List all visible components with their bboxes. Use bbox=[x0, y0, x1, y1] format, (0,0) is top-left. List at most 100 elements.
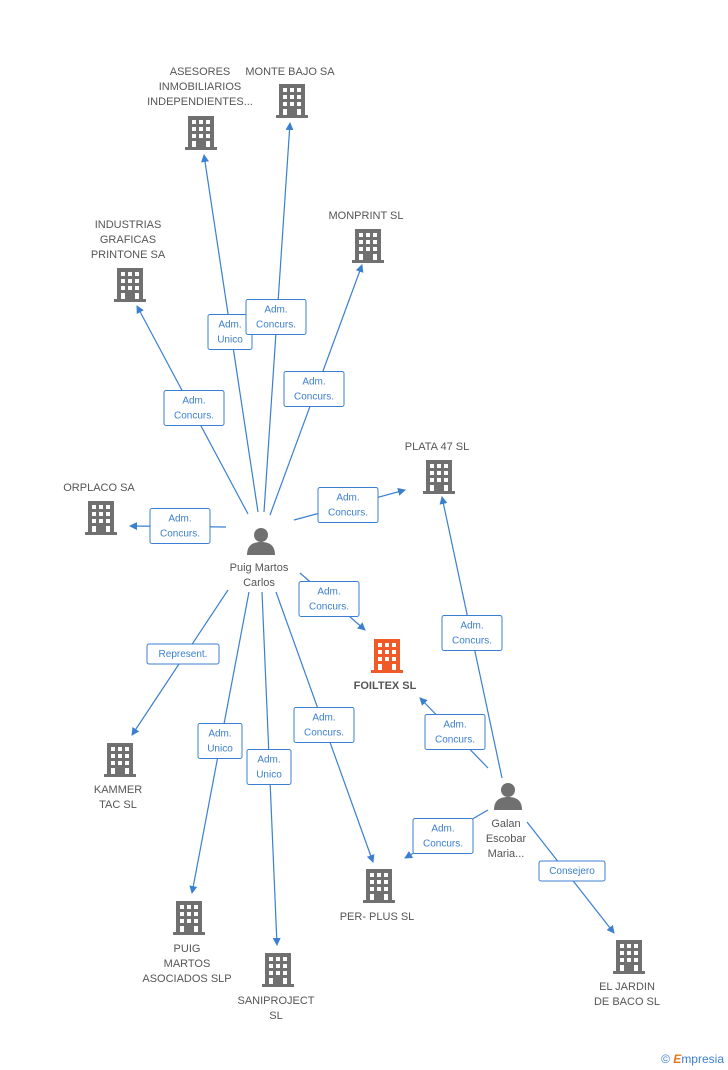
edge-label-text: Concurs. bbox=[328, 508, 368, 519]
edge-label-puig-saniproject[interactable]: Adm.Unico bbox=[246, 749, 292, 785]
building-icon bbox=[114, 268, 146, 302]
building-icon bbox=[363, 869, 395, 903]
node-label: Galan bbox=[491, 818, 520, 830]
node-montebajo[interactable]: MONTE BAJO SA bbox=[245, 66, 335, 118]
edge-label-box bbox=[412, 818, 474, 854]
building-icon bbox=[352, 229, 384, 263]
node-label: PLATA 47 SL bbox=[405, 441, 469, 453]
node-label: EL JARDIN bbox=[599, 981, 655, 993]
edge-label-box bbox=[538, 860, 606, 882]
node-label: SANIPROJECT bbox=[237, 995, 314, 1007]
building-icon bbox=[262, 953, 294, 987]
node-perplus[interactable]: PER- PLUS SL bbox=[340, 869, 415, 923]
node-galan[interactable]: GalanEscobarMaria... bbox=[486, 783, 527, 860]
edge-label-puig-foiltex[interactable]: Adm.Concurs. bbox=[298, 581, 360, 617]
edge-label-text: Concurs. bbox=[435, 735, 475, 746]
edge-label-text: Adm. bbox=[208, 729, 231, 740]
person-icon bbox=[247, 528, 275, 555]
edge-label-text: Consejero bbox=[549, 866, 595, 877]
node-label: PER- PLUS SL bbox=[340, 911, 415, 923]
edge-label-text: Represent. bbox=[159, 649, 208, 660]
brand-name: mpresia bbox=[681, 1052, 724, 1066]
node-industrias[interactable]: INDUSTRIAS GRAFICAS PRINTONE SA bbox=[91, 219, 166, 302]
node-label: MONTE BAJO SA bbox=[245, 66, 335, 78]
building-icon bbox=[173, 901, 205, 935]
edge-label-puig-perplus[interactable]: Adm. Concurs. bbox=[293, 707, 355, 743]
edge-label-box bbox=[293, 707, 355, 743]
edge-label-text: Concurs. bbox=[452, 636, 492, 647]
edge-label-puig-kammer[interactable]: Represent. bbox=[146, 643, 220, 665]
node-label: MARTOS bbox=[164, 958, 211, 970]
edge-label-puig-industrias[interactable]: Adm. Concurs. bbox=[163, 390, 225, 426]
node-monprint[interactable]: MONPRINT SL bbox=[329, 210, 404, 263]
edge-label-puig-plata47[interactable]: Adm. Concurs. bbox=[317, 487, 379, 523]
node-label: INDEPENDIENTES... bbox=[147, 96, 253, 108]
node-orplaco[interactable]: ORPLACO SA bbox=[63, 482, 135, 535]
edge-label-galan-perplus[interactable]: Adm.Concurs. bbox=[412, 818, 474, 854]
edge-label-puig-monprint[interactable]: Adm. Concurs. bbox=[283, 371, 345, 407]
edge-label-text: Adm. bbox=[312, 713, 335, 724]
building-icon bbox=[85, 501, 117, 535]
node-label: GRAFICAS bbox=[100, 234, 156, 246]
node-saniproject[interactable]: SANIPROJECT SL bbox=[237, 953, 315, 1022]
edge-label-text: Adm. bbox=[182, 396, 205, 407]
node-label: FOILTEX SL bbox=[354, 680, 417, 692]
edge-label-text: Adm. bbox=[218, 320, 241, 331]
building-icon bbox=[185, 116, 217, 150]
edge-label-text: Adm. bbox=[302, 377, 325, 388]
edge-label-text: Adm. bbox=[443, 720, 466, 731]
node-label: TAC SL bbox=[99, 799, 137, 811]
edge-label-galan-foiltex[interactable]: Adm. Concurs. bbox=[424, 714, 486, 750]
edge-label-puig-puigmartos[interactable]: Adm. Unico bbox=[197, 723, 243, 759]
node-foiltex[interactable]: FOILTEX SL bbox=[354, 639, 417, 692]
brand-initial: E bbox=[673, 1052, 682, 1066]
edge-label-box bbox=[283, 371, 345, 407]
copyright-icon: © bbox=[661, 1052, 670, 1066]
edge-label-text: Concurs. bbox=[294, 392, 334, 403]
edge-label-text: Adm. bbox=[317, 587, 340, 598]
edge-label-text: Concurs. bbox=[423, 839, 463, 850]
edge-label-text: Concurs. bbox=[256, 320, 296, 331]
edge-label-puig-orplaco[interactable]: Adm.Concurs. bbox=[149, 508, 211, 544]
person-icon bbox=[494, 783, 522, 810]
building-icon bbox=[423, 460, 455, 494]
node-plata47[interactable]: PLATA 47 SL bbox=[405, 441, 469, 494]
node-label: DE BACO SL bbox=[594, 996, 660, 1008]
edge-label-puig-montebajo[interactable]: Adm.Concurs. bbox=[245, 299, 307, 335]
edge-label-text: Unico bbox=[256, 770, 282, 781]
edge-label-box bbox=[149, 508, 211, 544]
node-label: Puig Martos bbox=[230, 562, 289, 574]
node-label: PRINTONE SA bbox=[91, 249, 166, 261]
node-label: Carlos bbox=[243, 577, 275, 589]
edge-label-box bbox=[163, 390, 225, 426]
edge-label-box bbox=[317, 487, 379, 523]
node-jardin[interactable]: EL JARDIN DE BACO SL bbox=[594, 940, 660, 1008]
edge-label-text: Adm. bbox=[168, 514, 191, 525]
edge-label-galan-plata47[interactable]: Adm. Concurs. bbox=[441, 615, 503, 651]
edge-label-text: Unico bbox=[207, 744, 233, 755]
node-label: SL bbox=[269, 1010, 282, 1022]
node-label: INDUSTRIAS bbox=[95, 219, 162, 231]
edge-label-text: Adm. bbox=[336, 493, 359, 504]
building-icon bbox=[613, 940, 645, 974]
edge-label-text: Adm. bbox=[460, 621, 483, 632]
edge-label-text: Concurs. bbox=[304, 728, 344, 739]
node-asesores[interactable]: ASESORESINMOBILIARIOSINDEPENDIENTES... bbox=[147, 66, 253, 150]
node-label: INMOBILIARIOS bbox=[159, 81, 242, 93]
edge-label-puig-asesores[interactable]: Adm. Unico bbox=[207, 314, 253, 350]
edge-label-box bbox=[146, 643, 220, 665]
node-label: ORPLACO SA bbox=[63, 482, 135, 494]
building-icon bbox=[371, 639, 403, 673]
edge-label-box bbox=[298, 581, 360, 617]
edge-label-box bbox=[246, 749, 292, 785]
edge-label-text: Unico bbox=[217, 335, 243, 346]
edge-label-galan-jardin[interactable]: Consejero bbox=[538, 860, 606, 882]
node-label: MONPRINT SL bbox=[329, 210, 404, 222]
node-label: Maria... bbox=[488, 848, 525, 860]
edge-label-text: Concurs. bbox=[174, 411, 214, 422]
edge-label-box bbox=[441, 615, 503, 651]
